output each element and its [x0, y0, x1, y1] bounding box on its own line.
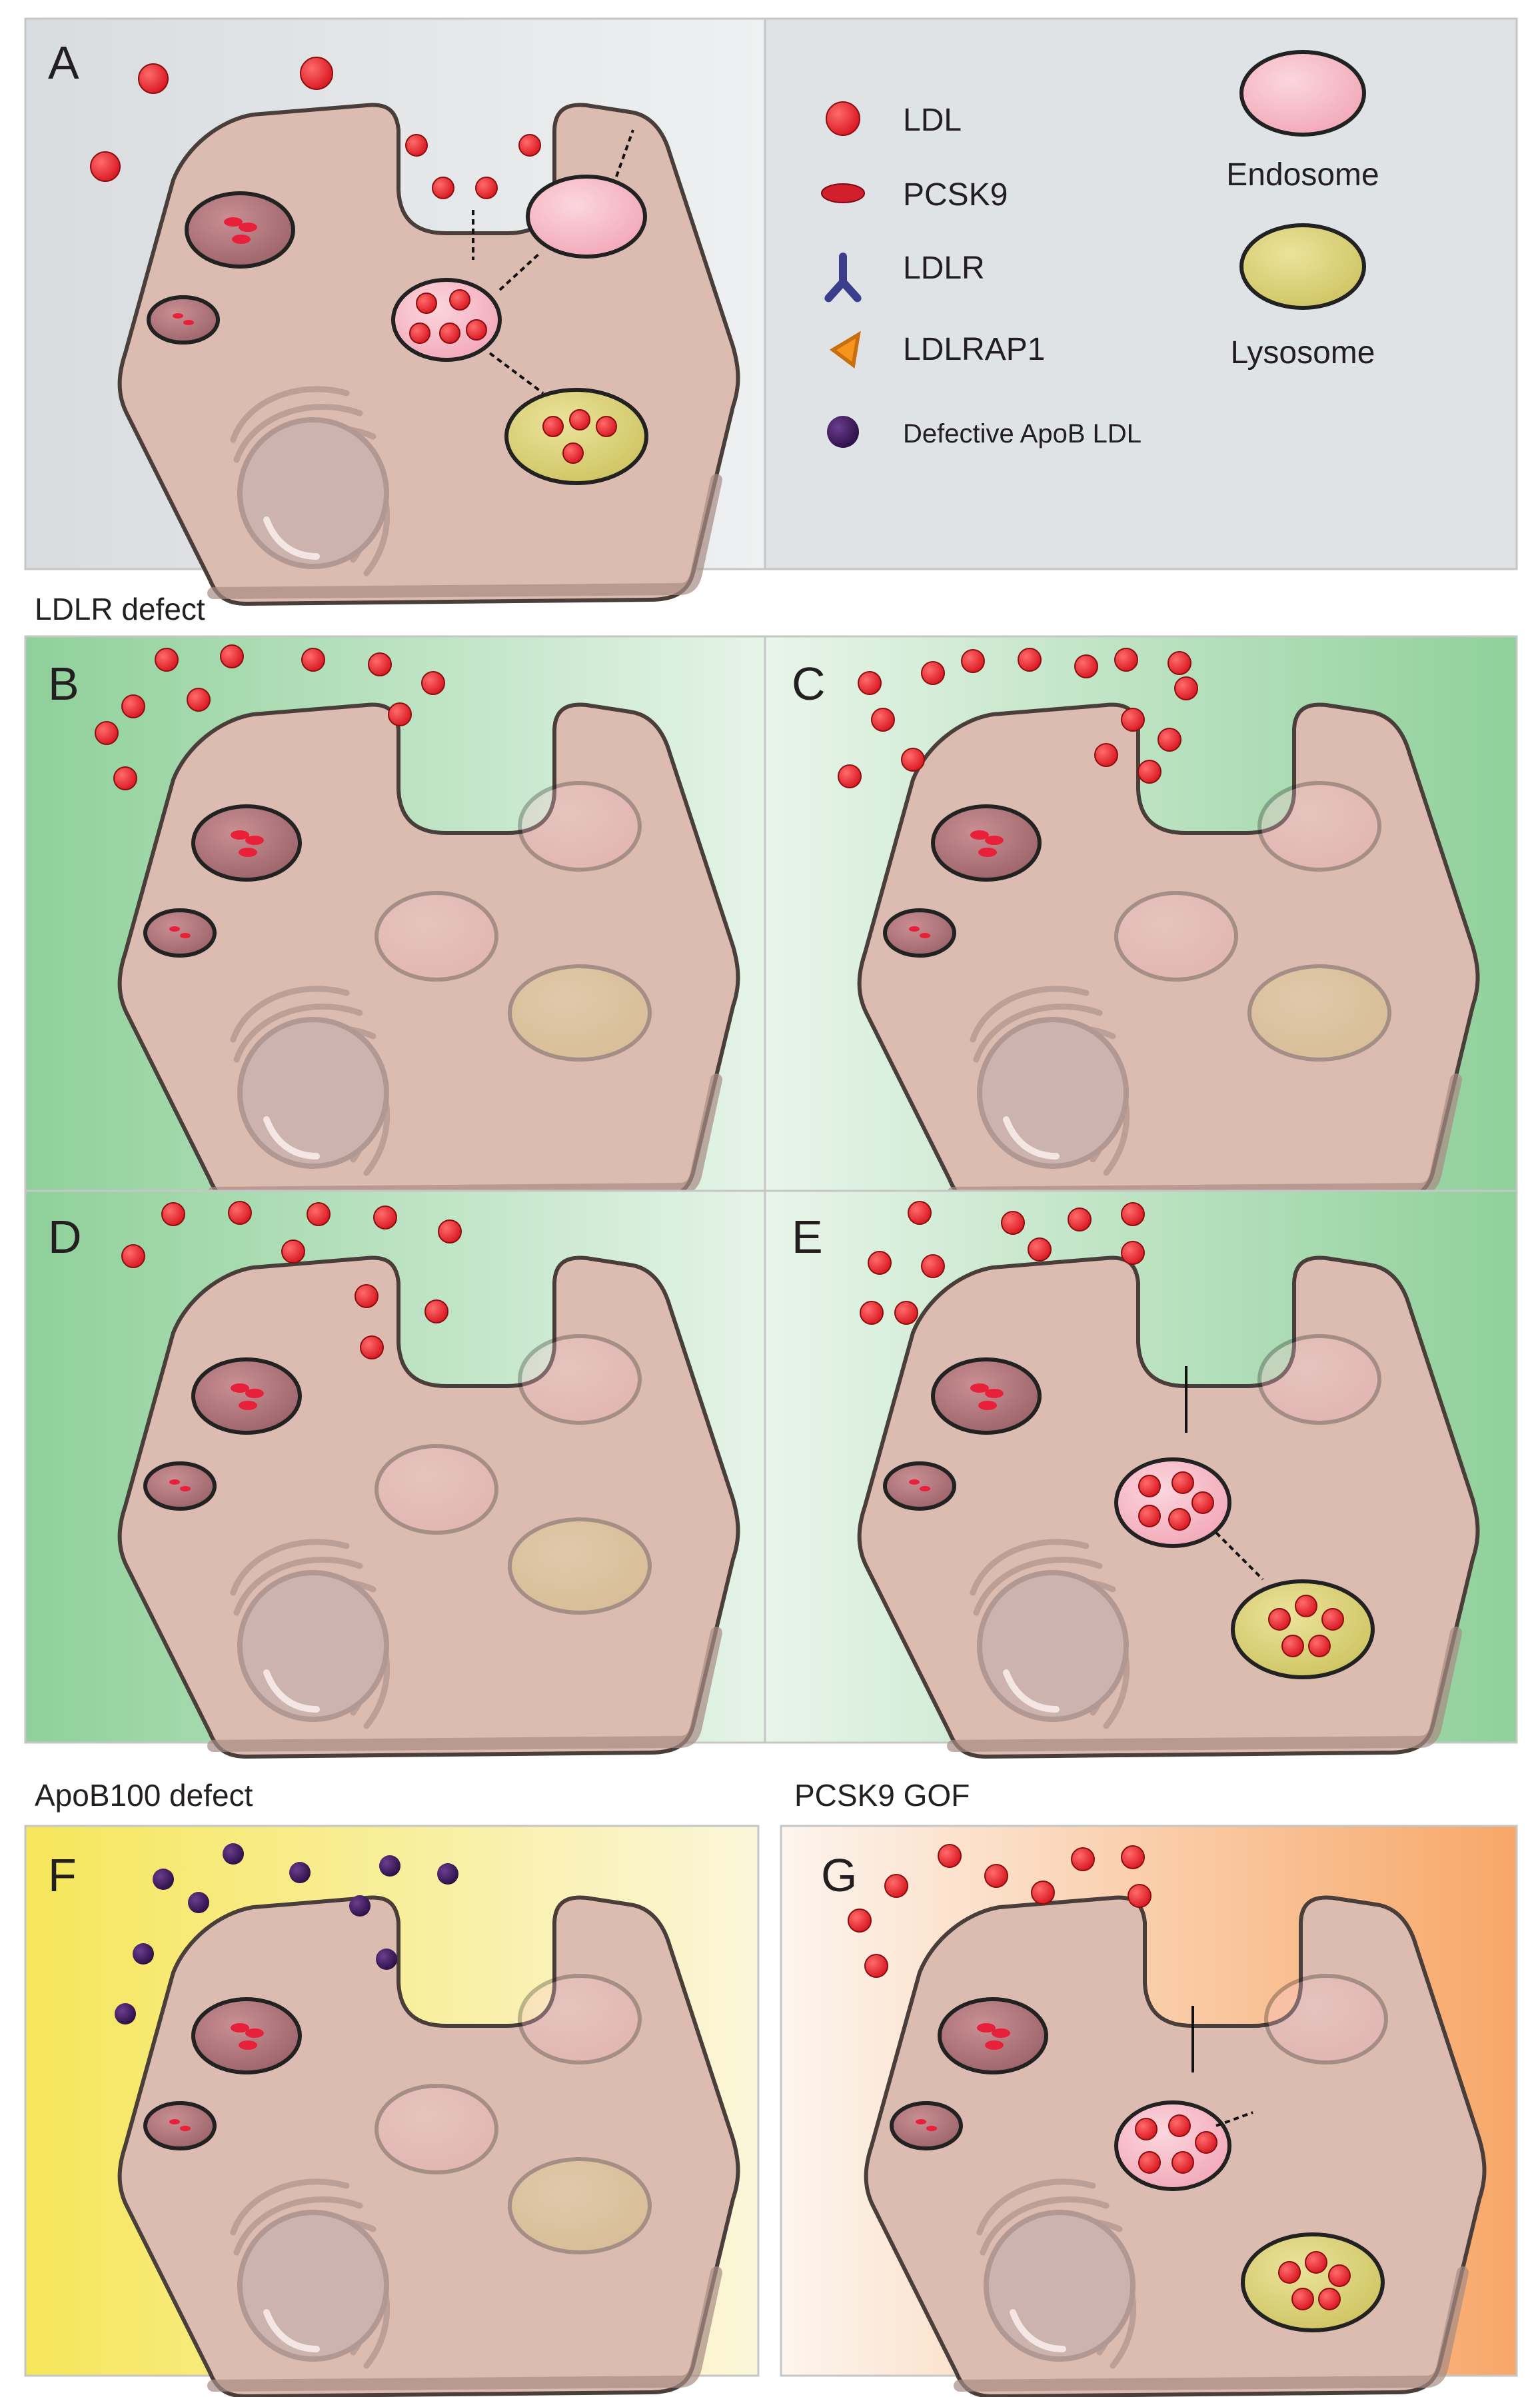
- panel-letter-e: E: [792, 1211, 823, 1263]
- ldl-icon: [826, 101, 860, 136]
- panel-letter-b: B: [48, 658, 79, 710]
- defective-apob-icon: [827, 416, 859, 448]
- legend-pcsk9: PCSK9: [903, 177, 1008, 213]
- section-title-pcsk9-gof: PCSK9 GOF: [794, 1778, 970, 1813]
- legend-ldl: LDL: [903, 103, 962, 138]
- lysosome-icon: [1239, 223, 1366, 310]
- legend: LDL PCSK9 LDLR LDLRAP1 Defective ApoB LD…: [821, 50, 1379, 448]
- panel-letter-a: A: [48, 37, 79, 89]
- panel-letter-g: G: [821, 1849, 857, 1901]
- panel-f: F: [24, 1825, 760, 2396]
- panel-letter-c: C: [792, 658, 826, 710]
- panel-a: A: [24, 17, 1518, 604]
- section-title-ldlr-defect: LDLR defect: [35, 592, 205, 626]
- panel-g: G: [780, 1825, 1518, 2396]
- panel-letter-d: D: [48, 1211, 82, 1263]
- endosome-icon: [1239, 50, 1366, 137]
- legend-lysosome: Lysosome: [1231, 335, 1375, 371]
- section-title-apob-defect: ApoB100 defect: [35, 1778, 253, 1813]
- panel-letter-f: F: [48, 1849, 77, 1901]
- pcsk9-icon: [821, 183, 865, 203]
- panel-e: E: [764, 1190, 1518, 1757]
- panel-b: B: [24, 635, 766, 1203]
- legend-ldlr: LDLR: [903, 251, 985, 286]
- panel-d: D: [24, 1190, 766, 1757]
- panel-c: C: [764, 635, 1518, 1203]
- legend-endosome: Endosome: [1226, 157, 1379, 193]
- legend-ldlrap1: LDLRAP1: [903, 332, 1045, 367]
- legend-defective-apob: Defective ApoB LDL: [903, 419, 1142, 448]
